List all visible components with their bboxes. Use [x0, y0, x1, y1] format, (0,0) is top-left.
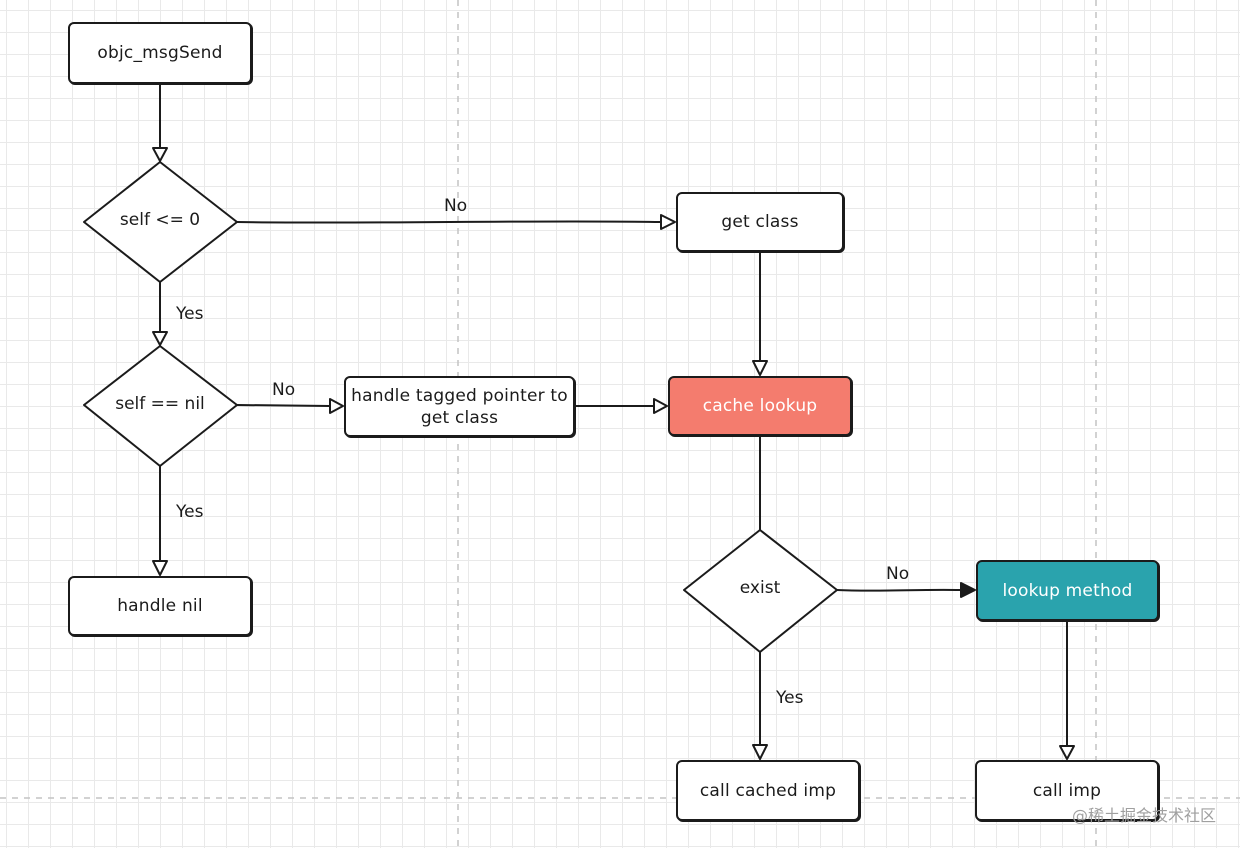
node-handle-nil: handle nil	[68, 576, 252, 636]
node-objc-msgsend: objc_msgSend	[68, 22, 252, 84]
edge-label-self-eq-nil-yes: Yes	[176, 502, 204, 522]
edge-label-self-le-zero-yes: Yes	[176, 304, 204, 324]
node-call-imp: call imp	[975, 760, 1159, 821]
arrowhead-down-1	[152, 147, 168, 162]
edge-self-eq-nil-to-tagged-pointer	[236, 404, 331, 407]
arrowhead-right-cache-lookup	[653, 398, 668, 414]
edge-self-le-zero-to-get-class	[236, 220, 662, 224]
arrowhead-down-2	[152, 331, 168, 346]
watermark: @稀土掘金技术社区	[1071, 806, 1216, 825]
edge-exist-to-lookup-method	[836, 588, 961, 592]
node-handle-tagged-pointer: handle tagged pointer to get class	[344, 376, 575, 437]
node-cache-lookup: cache lookup	[668, 376, 852, 436]
edge-label-self-le-zero-no: No	[444, 196, 468, 216]
decision-exist-label: exist	[739, 578, 781, 598]
node-lookup-method: lookup method	[976, 560, 1159, 621]
arrowhead-down-call-imp	[1059, 745, 1075, 760]
node-get-class: get class	[676, 192, 844, 252]
arrowhead-right-get-class	[660, 214, 676, 230]
decision-self-le-zero-label: self <= 0	[119, 210, 201, 230]
node-call-cached-imp: call cached imp	[676, 760, 860, 821]
arrowhead-down-handle-nil	[152, 560, 168, 576]
edge-label-self-eq-nil-no: No	[272, 380, 296, 400]
edge-label-exist-yes: Yes	[776, 688, 804, 708]
edge-label-exist-no: No	[886, 564, 910, 584]
arrowhead-down-cache-lookup	[752, 360, 768, 376]
arrowhead-right-lookup-method	[960, 582, 976, 598]
decision-self-eq-nil-label: self == nil	[115, 394, 205, 414]
arrowhead-right-tagged-pointer	[329, 398, 344, 414]
arrowhead-down-call-cached-imp	[752, 744, 768, 760]
